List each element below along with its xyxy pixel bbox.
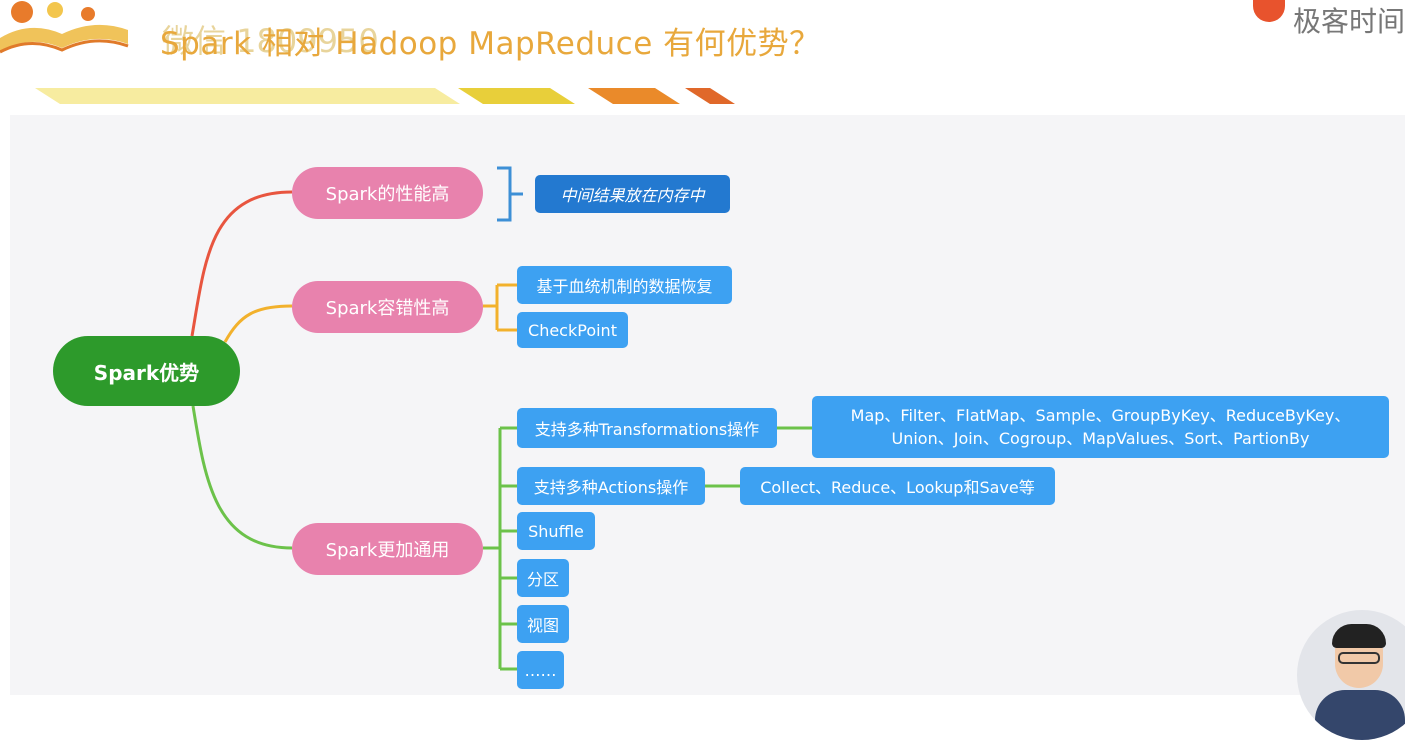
leaf-more: …… xyxy=(517,651,564,689)
leaf-shuffle: Shuffle xyxy=(517,512,595,550)
brand-logo: 极客时间 xyxy=(1252,0,1405,40)
actions-detail: Collect、Reduce、Lookup和Save等 xyxy=(740,467,1055,505)
leaf-transformations: 支持多种Transformations操作 xyxy=(517,408,777,448)
brand-name: 极客时间 xyxy=(1292,5,1405,38)
transformations-detail-line-1: Map、Filter、FlatMap、Sample、GroupByKey、Red… xyxy=(850,406,1351,425)
decorative-stripes xyxy=(35,88,735,104)
avatar-hair xyxy=(1332,624,1386,648)
transformations-detail-line-2: Union、Join、Cogroup、MapValues、Sort、Partio… xyxy=(891,429,1310,448)
leaf-view: 视图 xyxy=(517,605,569,643)
leaf-checkpoint: CheckPoint xyxy=(517,312,628,348)
watermark-text: 微信 1809950 xyxy=(162,22,379,60)
leaf-actions: 支持多种Actions操作 xyxy=(517,467,705,505)
root-node: Spark优势 xyxy=(53,336,240,406)
branch-fault-tolerance: Spark容错性高 xyxy=(292,281,483,333)
leaf-lineage-recovery: 基于血统机制的数据恢复 xyxy=(517,266,732,304)
glasses-icon xyxy=(1338,652,1380,664)
book-logo-icon xyxy=(0,1,129,54)
branch-generality: Spark更加通用 xyxy=(292,523,483,575)
transformations-detail: Map、Filter、FlatMap、Sample、GroupByKey、Red… xyxy=(812,396,1389,458)
slide-header: 微信 1809950 Spark 相对 Hadoop MapReduce 有何优… xyxy=(0,0,1405,115)
brand-mark-icon xyxy=(1252,0,1285,22)
leaf-partition: 分区 xyxy=(517,559,569,597)
branch-performance: Spark的性能高 xyxy=(292,167,483,219)
avatar-shirt xyxy=(1315,690,1405,740)
page-title: Spark 相对 Hadoop MapReduce 有何优势？ xyxy=(160,26,821,62)
mindmap-connectors xyxy=(190,166,812,671)
leaf-in-memory: 中间结果放在内存中 xyxy=(535,175,730,213)
